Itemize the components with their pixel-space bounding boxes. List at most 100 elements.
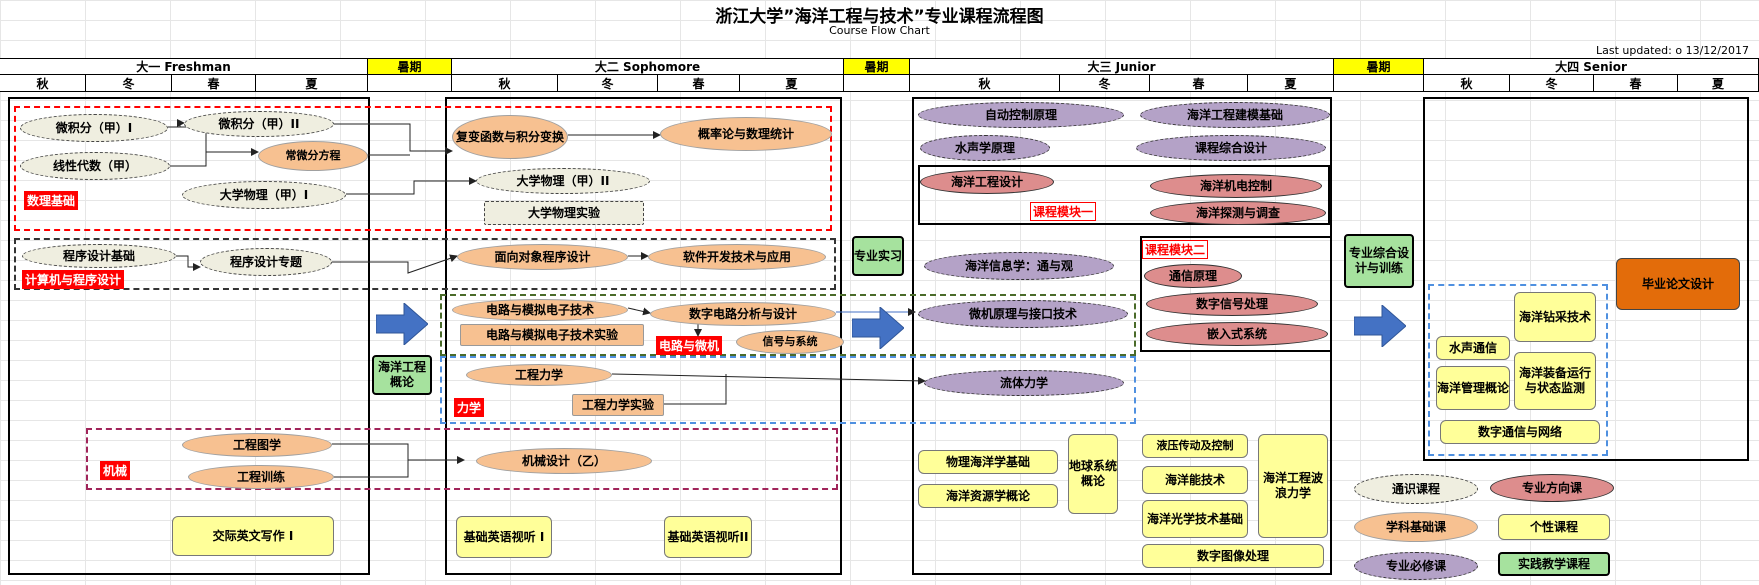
course-engmechlab[interactable]: 工程力学实验 bbox=[572, 394, 664, 416]
year-junior: 大三 Junior bbox=[910, 58, 1334, 75]
season-fall: 秋 bbox=[910, 75, 1060, 92]
course-signal[interactable]: 信号与系统 bbox=[736, 330, 844, 354]
course-oop[interactable]: 面向对象程序设计 bbox=[457, 244, 628, 270]
course-embedded[interactable]: 嵌入式系统 bbox=[1146, 322, 1328, 346]
course-hydro[interactable]: 水声学原理 bbox=[920, 135, 1050, 161]
line-analog-digital bbox=[627, 307, 651, 316]
course-eng2[interactable]: 基础英语视听II bbox=[664, 516, 752, 558]
course-training[interactable]: 工程训练 bbox=[188, 465, 334, 489]
season-winter: 冬 bbox=[86, 75, 172, 92]
course-intro[interactable]: 海洋工程概论 bbox=[372, 355, 432, 395]
year-summer-2: 暑期 bbox=[844, 58, 910, 75]
course-micro[interactable]: 微机原理与接口技术 bbox=[918, 300, 1128, 328]
module1-tag: 课程模块一 bbox=[1030, 202, 1097, 221]
course-energy[interactable]: 海洋能技术 bbox=[1142, 466, 1248, 494]
course-physlab[interactable]: 大学物理实验 bbox=[484, 201, 644, 225]
summer-arrow-1 bbox=[376, 303, 428, 345]
course-phys2[interactable]: 大学物理（甲）II bbox=[476, 168, 650, 194]
mech-tag: 力学 bbox=[454, 398, 485, 417]
machine-tag: 机械 bbox=[100, 461, 131, 480]
course-analoglab[interactable]: 电路与模拟电子技术实验 bbox=[460, 324, 644, 346]
cs-group bbox=[14, 238, 836, 290]
year-sophomore: 大二 Sophomore bbox=[452, 58, 844, 75]
line-engmechlab-fluid bbox=[664, 374, 727, 405]
season-fall: 秋 bbox=[452, 75, 558, 92]
season-summer: 夏 bbox=[740, 75, 844, 92]
page-subtitle: Course Flow Chart bbox=[829, 24, 930, 37]
line-phys1-phys2 bbox=[346, 177, 477, 195]
course-comm[interactable]: 通信原理 bbox=[1144, 264, 1242, 288]
module2-group bbox=[1140, 236, 1332, 352]
course-calc2[interactable]: 微积分（甲）II bbox=[184, 111, 334, 137]
course-fluid[interactable]: 流体力学 bbox=[924, 370, 1124, 396]
course-drill[interactable]: 海洋钻采技术 bbox=[1514, 292, 1596, 342]
course-intern[interactable]: 专业实习 bbox=[852, 236, 904, 276]
legend-required: 专业必修课 bbox=[1354, 552, 1478, 580]
course-engmech[interactable]: 工程力学 bbox=[466, 364, 612, 386]
course-info[interactable]: 海洋信息学：通与观 bbox=[924, 252, 1114, 280]
course-english[interactable]: 交际英文写作 I bbox=[172, 516, 334, 556]
course-explore[interactable]: 海洋探测与调查 bbox=[1150, 201, 1326, 225]
season-winter: 冬 bbox=[558, 75, 658, 92]
senior-frame bbox=[1423, 97, 1749, 461]
senior-group bbox=[1428, 284, 1608, 456]
course-digcomm[interactable]: 数字通信与网络 bbox=[1440, 420, 1600, 444]
course-progtopic[interactable]: 程序设计专题 bbox=[200, 248, 332, 276]
course-synth[interactable]: 专业综合设计与训练 bbox=[1344, 234, 1414, 288]
course-mgmt[interactable]: 海洋管理概论 bbox=[1436, 366, 1510, 410]
course-oedesign[interactable]: 海洋工程设计 bbox=[920, 170, 1054, 194]
course-earth[interactable]: 地球系统概论 bbox=[1068, 434, 1118, 514]
season-summer: 夏 bbox=[1248, 75, 1334, 92]
course-image[interactable]: 数字图像处理 bbox=[1142, 544, 1324, 568]
course-mechctrl[interactable]: 海洋机电控制 bbox=[1150, 174, 1322, 198]
course-project[interactable]: 课程综合设计 bbox=[1136, 135, 1326, 161]
line-engmech-fluid bbox=[611, 373, 926, 385]
course-analog[interactable]: 电路与模拟电子技术 bbox=[452, 299, 628, 321]
year-summer-3: 暑期 bbox=[1334, 58, 1424, 75]
course-calc1[interactable]: 微积分（甲）I bbox=[20, 114, 168, 142]
season-winter: 冬 bbox=[1060, 75, 1150, 92]
line-drawing-machdesign bbox=[332, 443, 465, 464]
course-drawing[interactable]: 工程图学 bbox=[182, 433, 332, 457]
season-fall: 秋 bbox=[1424, 75, 1510, 92]
legend-practice: 实践教学课程 bbox=[1498, 552, 1610, 576]
course-auto[interactable]: 自动控制原理 bbox=[918, 102, 1124, 128]
course-acomm[interactable]: 水声通信 bbox=[1436, 336, 1510, 360]
course-dsp[interactable]: 数字信号处理 bbox=[1146, 292, 1318, 316]
course-thesis[interactable]: 毕业论文设计 bbox=[1616, 258, 1740, 310]
summer-arrow-3 bbox=[1354, 305, 1406, 347]
course-phys1[interactable]: 大学物理（甲）I bbox=[182, 181, 346, 209]
line-training-machdesign bbox=[334, 460, 409, 478]
course-linalg[interactable]: 线性代数（甲） bbox=[20, 152, 170, 180]
course-eng1[interactable]: 基础英语视听 I bbox=[456, 516, 552, 558]
course-resource[interactable]: 海洋资源学概论 bbox=[918, 484, 1058, 508]
legend-personal: 个性课程 bbox=[1498, 514, 1610, 540]
line-calc2-complex bbox=[334, 123, 453, 155]
course-ode[interactable]: 常微分方程 bbox=[258, 141, 368, 171]
course-prog[interactable]: 程序设计基础 bbox=[22, 244, 176, 268]
course-modeling[interactable]: 海洋工程建模基础 bbox=[1140, 102, 1330, 128]
module2-tag: 课程模块二 bbox=[1142, 240, 1209, 259]
course-equip[interactable]: 海洋装备运行与状态监测 bbox=[1514, 352, 1596, 410]
year-senior: 大四 Senior bbox=[1424, 58, 1759, 75]
season-gap bbox=[1334, 75, 1424, 92]
course-digital[interactable]: 数字电路分析与设计 bbox=[650, 302, 836, 326]
course-hydraulic[interactable]: 液压传动及控制 bbox=[1142, 434, 1248, 458]
course-complex[interactable]: 复变函数与积分变换 bbox=[452, 115, 568, 159]
course-prob[interactable]: 概率论与数理统计 bbox=[660, 117, 832, 151]
season-winter: 冬 bbox=[1510, 75, 1594, 92]
last-updated: Last updated: o 13/12/2017 bbox=[1596, 44, 1749, 57]
course-optics[interactable]: 海洋光学技术基础 bbox=[1142, 500, 1248, 538]
course-wave[interactable]: 海洋工程波浪力学 bbox=[1258, 434, 1328, 538]
season-summer: 夏 bbox=[1678, 75, 1759, 92]
season-gap bbox=[844, 75, 910, 92]
line-calc1-calc2 bbox=[168, 119, 185, 128]
course-soft[interactable]: 软件开发技术与应用 bbox=[648, 244, 826, 270]
summer-arrow-2 bbox=[852, 307, 904, 349]
course-physocean[interactable]: 物理海洋学基础 bbox=[918, 450, 1058, 474]
course-machdesign[interactable]: 机械设计（乙） bbox=[476, 448, 652, 474]
season-fall: 秋 bbox=[0, 75, 86, 92]
year-summer-1: 暑期 bbox=[368, 58, 452, 75]
mech-group bbox=[440, 356, 1136, 424]
